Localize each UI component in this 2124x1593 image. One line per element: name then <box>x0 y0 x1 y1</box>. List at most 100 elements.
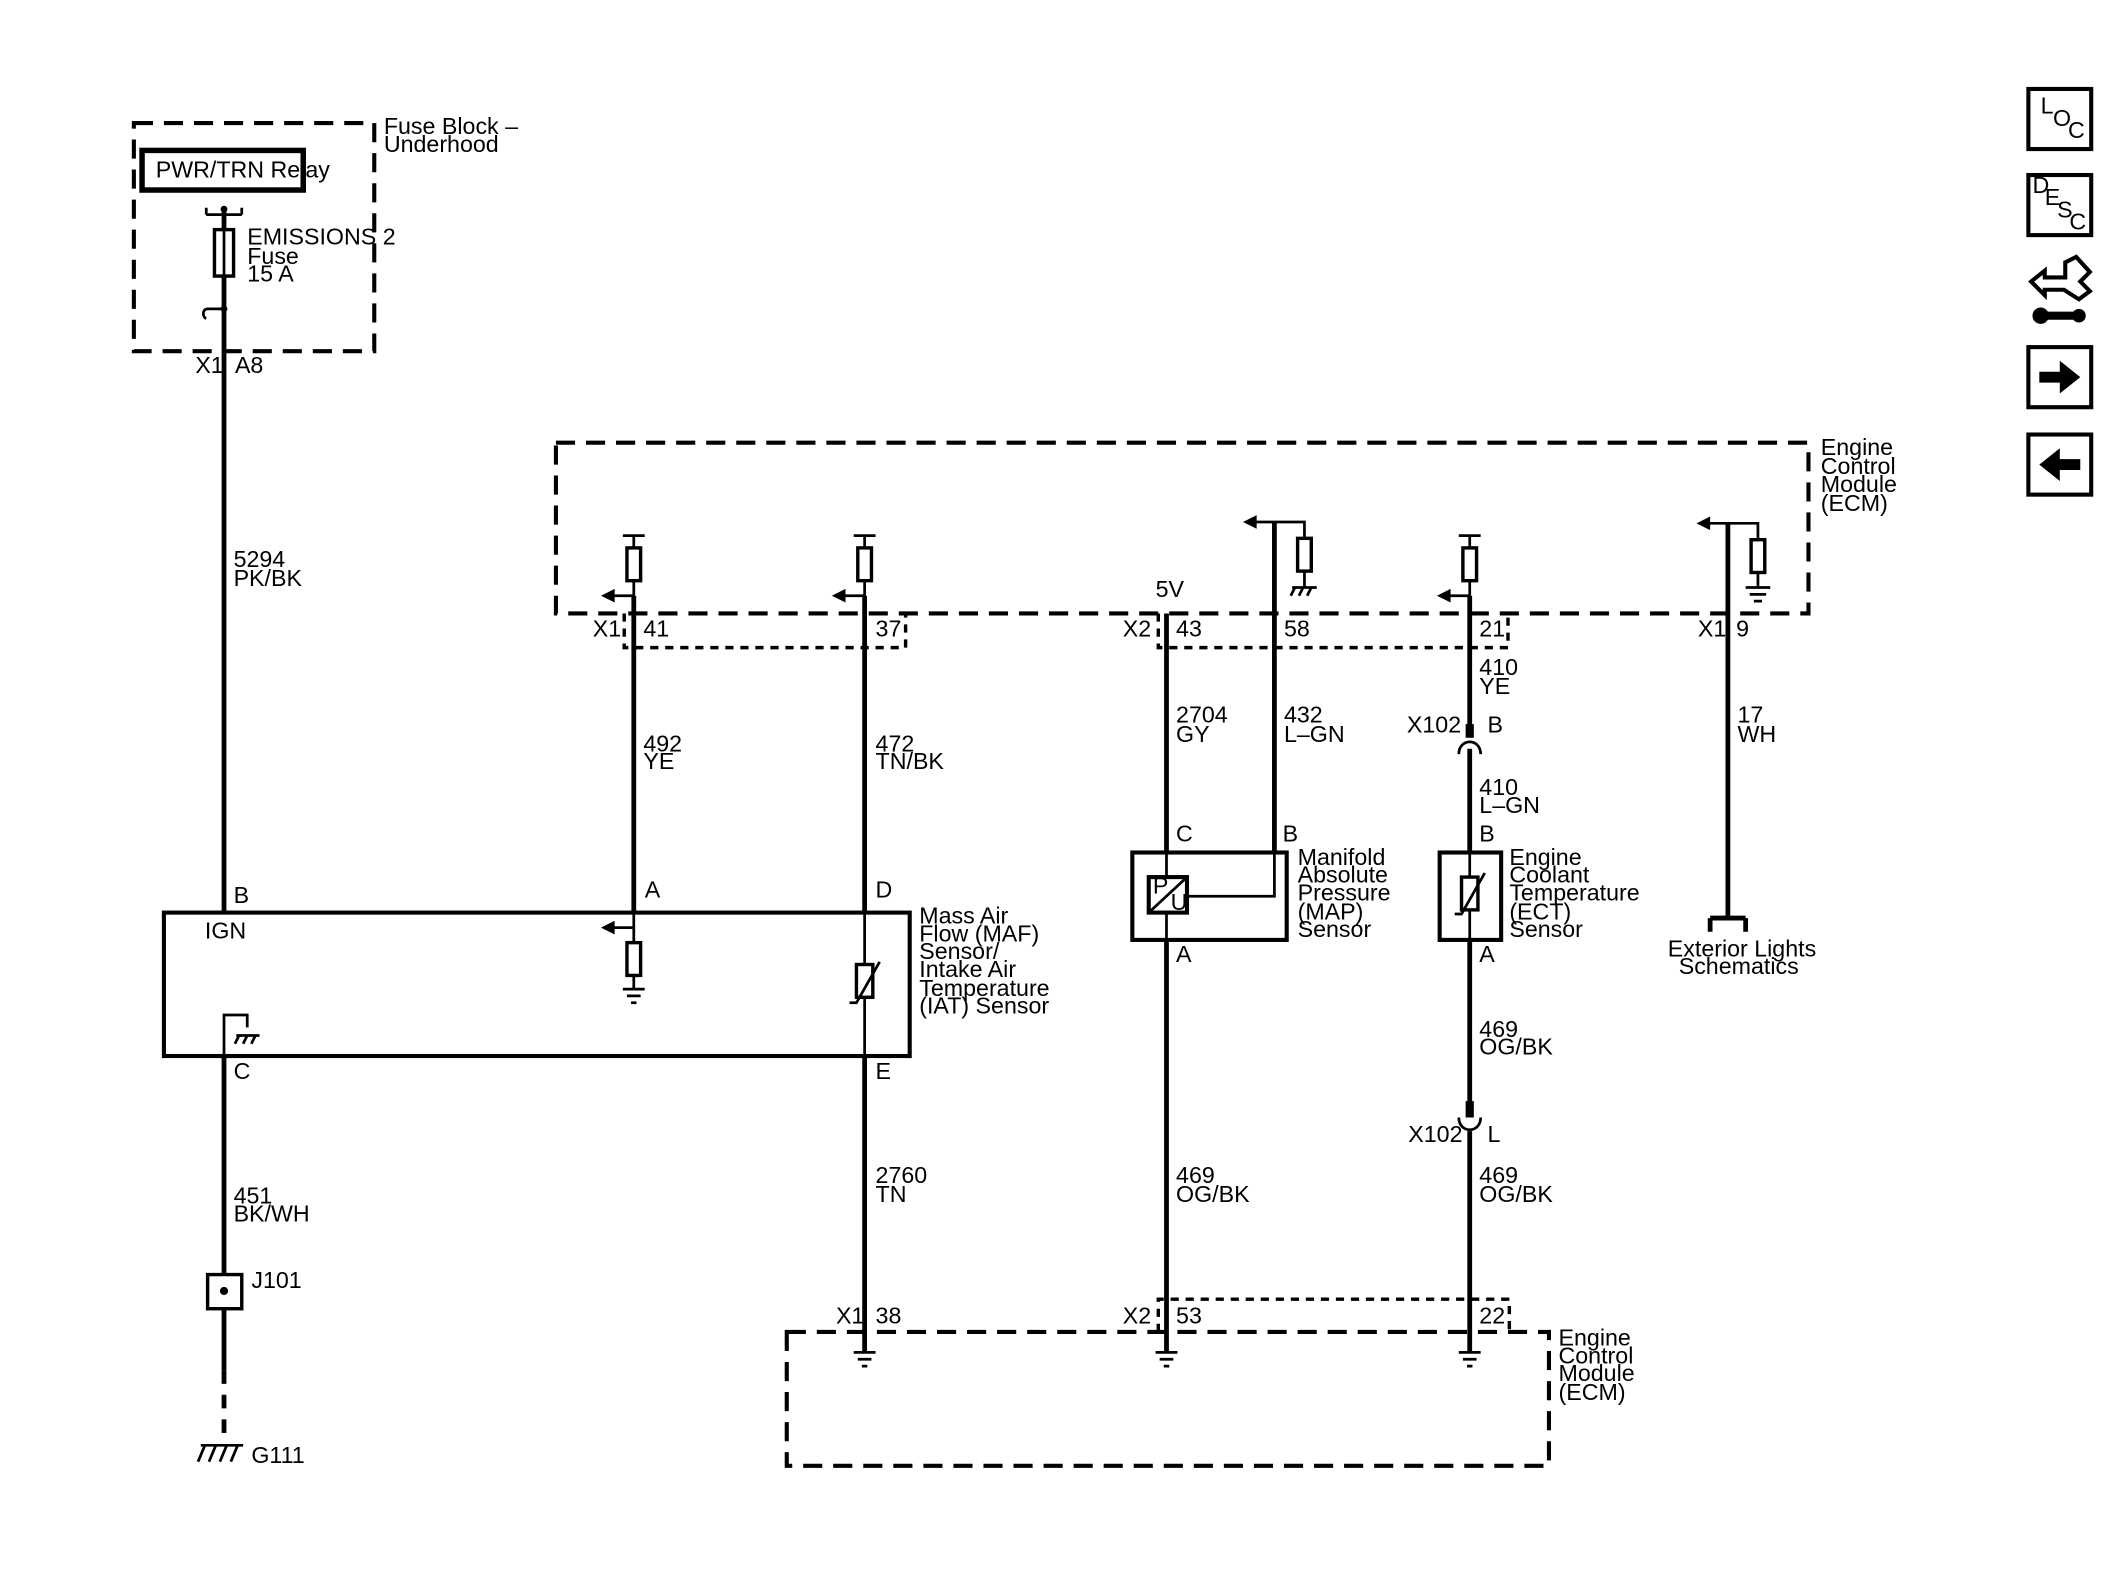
maf-name-5: Temperature <box>919 975 1049 1001</box>
maf-sensor-outline <box>161 910 912 1059</box>
ecm-top: Engine Control Module (ECM) <box>553 434 1897 650</box>
wire-469c-color: OG/BK <box>1479 1181 1553 1207</box>
loc-c: C <box>2068 117 2085 143</box>
pullup-resistor-icon <box>856 546 874 583</box>
maf-pin-c: C <box>234 1058 251 1084</box>
wire-492-circuit: 492 <box>643 730 682 756</box>
ecm-top-name-1: Engine <box>1821 434 1893 460</box>
ecm-bottom-outline <box>784 1329 1551 1468</box>
connector-tools-button[interactable] <box>2028 254 2093 324</box>
description-button[interactable]: D E S C <box>2026 172 2094 238</box>
map-name-1: Manifold <box>1298 844 1386 870</box>
chassis-ground-icon <box>196 1443 244 1463</box>
ect-pin-b: B <box>1479 821 1494 847</box>
connector-cavity-icon <box>1457 1117 1483 1132</box>
pulldown-resistor-icon <box>1295 536 1313 573</box>
maf-name-4: Intake Air <box>919 956 1016 982</box>
connector-x1-outline <box>622 613 908 650</box>
desc-d: D <box>2032 172 2049 198</box>
ect-sensor: B A Engine Coolant Temperature (ECT) Sen… <box>1437 821 1640 967</box>
fuse-pin-label: A8 <box>235 352 263 378</box>
wire-410b-circuit: 410 <box>1479 774 1518 800</box>
ground-icon <box>622 987 645 1005</box>
map-pin-a: A <box>1176 941 1192 967</box>
wire-469c-circuit: 469 <box>1479 1162 1518 1188</box>
splice-block-icon <box>205 1272 244 1311</box>
pin-58-circuit <box>1242 515 1317 597</box>
pin-41-label: 41 <box>643 616 669 642</box>
connector-x2-bottom-outline <box>1156 1297 1512 1332</box>
arrow-left-icon <box>601 588 615 603</box>
connector-icon <box>2028 254 2093 302</box>
x102-b-connector: X102 B <box>1407 711 1503 755</box>
ground-icon <box>853 1351 876 1368</box>
map-name-3: Pressure <box>1298 879 1391 905</box>
wire-17-color: WH <box>1737 721 1776 747</box>
pin-37-label: 37 <box>876 616 902 642</box>
map-name-4: (MAP) <box>1298 898 1364 924</box>
wire-2760-color: TN <box>876 1181 907 1207</box>
wire-469a-color: OG/BK <box>1176 1181 1250 1207</box>
pullup-resistor-icon <box>625 546 643 583</box>
exterior-lights-label-1: Exterior Lights <box>1668 935 1816 961</box>
loc-l: L <box>2041 93 2054 119</box>
wire-2704-circuit: 2704 <box>1176 702 1228 728</box>
location-button[interactable]: L O C <box>2026 86 2094 152</box>
loc-o: O <box>2053 105 2071 131</box>
ect-name-1: Engine <box>1509 844 1581 870</box>
pin-21-circuit <box>1436 534 1481 603</box>
x102-l-connector: X102 L <box>1408 1101 1500 1147</box>
pin-21-label: 21 <box>1479 616 1505 642</box>
ecm-top-name-2: Control <box>1821 453 1896 479</box>
fuse-block-outline <box>131 121 377 354</box>
wire-469b-circuit: 469 <box>1479 1016 1518 1042</box>
ecm-top-name-4: (ECM) <box>1821 490 1888 516</box>
maf-resistor-icon <box>625 940 643 978</box>
arrow-left-icon <box>1696 516 1711 531</box>
ecm-top-name-3: Module <box>1821 471 1897 497</box>
arrow-left-icon <box>1242 515 1257 529</box>
connector-x1-bottom-label: X1 <box>836 1303 864 1329</box>
wire-432-color: L–GN <box>1284 721 1345 747</box>
map-pin-b: B <box>1283 821 1299 847</box>
arrow-left-icon <box>1436 588 1451 603</box>
ground-icon <box>1458 1351 1481 1368</box>
pin-41-circuit <box>601 534 645 603</box>
fuse-label-1: EMISSIONS 2 <box>247 224 395 250</box>
ecm-bottom-name-3: Module <box>1559 1360 1635 1386</box>
ect-pin-a: A <box>1479 941 1495 967</box>
ect-name-5: Sensor <box>1509 916 1583 942</box>
pwr-trn-relay-box <box>139 147 306 193</box>
wire-451-color: BK/WH <box>234 1200 310 1226</box>
desc-e: E <box>2045 184 2061 210</box>
fuse-label-3: 15 A <box>247 261 294 287</box>
pulldown-resistor-icon <box>1749 538 1767 575</box>
pin-53-label: 53 <box>1176 1303 1202 1329</box>
desc-s: S <box>2057 196 2073 222</box>
pin-58-label: 58 <box>1284 616 1310 642</box>
ect-name-2: Coolant <box>1509 862 1590 888</box>
pin-43-label: 43 <box>1176 616 1202 642</box>
ground-icon <box>1745 586 1771 603</box>
maf-name-2: Flow (MAF) <box>919 920 1039 946</box>
ecm-top-outline <box>553 440 1811 616</box>
pwr-trn-relay-label: PWR/TRN Relay <box>156 157 331 183</box>
map-symbol-p: P <box>1153 872 1169 898</box>
exterior-lights-link-icon <box>1707 915 1749 932</box>
ect-name-4: (ECT) <box>1509 898 1571 924</box>
ecm-bottom: Engine Control Module (ECM) X1 38 X2 53 … <box>784 1297 1635 1468</box>
next-page-button[interactable] <box>2026 345 2094 410</box>
pin-9-circuit <box>1696 516 1771 603</box>
maf-pin-d: D <box>876 877 893 903</box>
ecm-bottom-name-4: (ECM) <box>1559 1379 1626 1405</box>
pin-38-label: 38 <box>876 1303 902 1329</box>
previous-page-button[interactable] <box>2026 432 2094 497</box>
ect-name-3: Temperature <box>1509 879 1639 905</box>
wire-5294-circuit: 5294 <box>234 546 286 572</box>
wire-17-circuit: 17 <box>1737 702 1763 728</box>
fuse-block-title-1: Fuse Block – <box>384 113 518 139</box>
chassis-ground-icon <box>1289 586 1317 597</box>
exterior-lights-label-2: Schematics <box>1679 953 1799 979</box>
wire-472-color: TN/BK <box>876 748 945 774</box>
fuse-terminal-icon <box>201 307 225 320</box>
